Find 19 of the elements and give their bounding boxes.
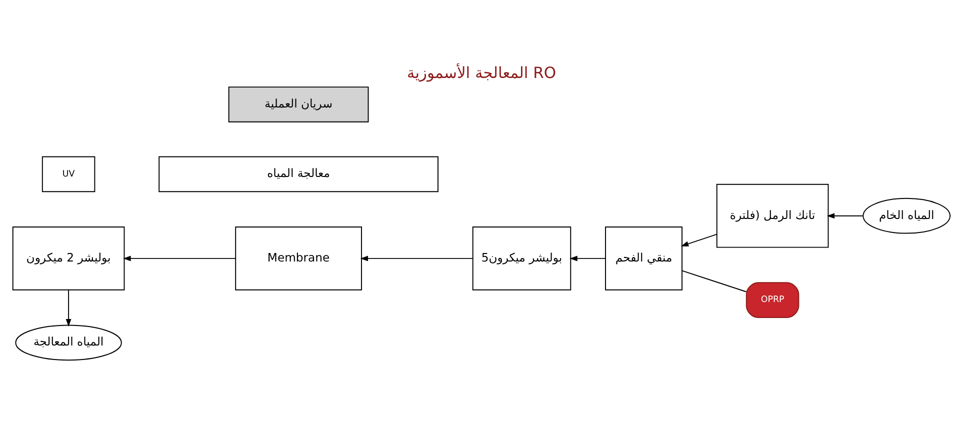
node-box: 5بوليشر ميكرون	[472, 226, 572, 290]
label: معالجة المياه	[267, 166, 330, 180]
node-box: تانك الرمل (فلترة	[716, 184, 829, 248]
node-box: منقي الفحم	[605, 226, 682, 290]
diagram-title: المعالجة الأسموزية RO	[406, 64, 556, 82]
arrow	[826, 213, 864, 219]
arrow	[66, 290, 72, 327]
node-ellipse: المياه المعالجة	[15, 324, 122, 361]
node-box: Membrane	[235, 226, 362, 290]
label: سريان العملية	[264, 96, 332, 110]
node-box: OPRP	[746, 282, 800, 318]
arrow	[123, 256, 236, 262]
arrow	[570, 256, 606, 262]
node-box: بوليشر 2 ميكرون	[12, 226, 125, 290]
node-box: UV	[42, 156, 96, 192]
arrow	[680, 234, 718, 246]
connector	[682, 270, 747, 292]
arrow	[360, 256, 474, 262]
node-ellipse: المياه الخام	[862, 198, 951, 234]
